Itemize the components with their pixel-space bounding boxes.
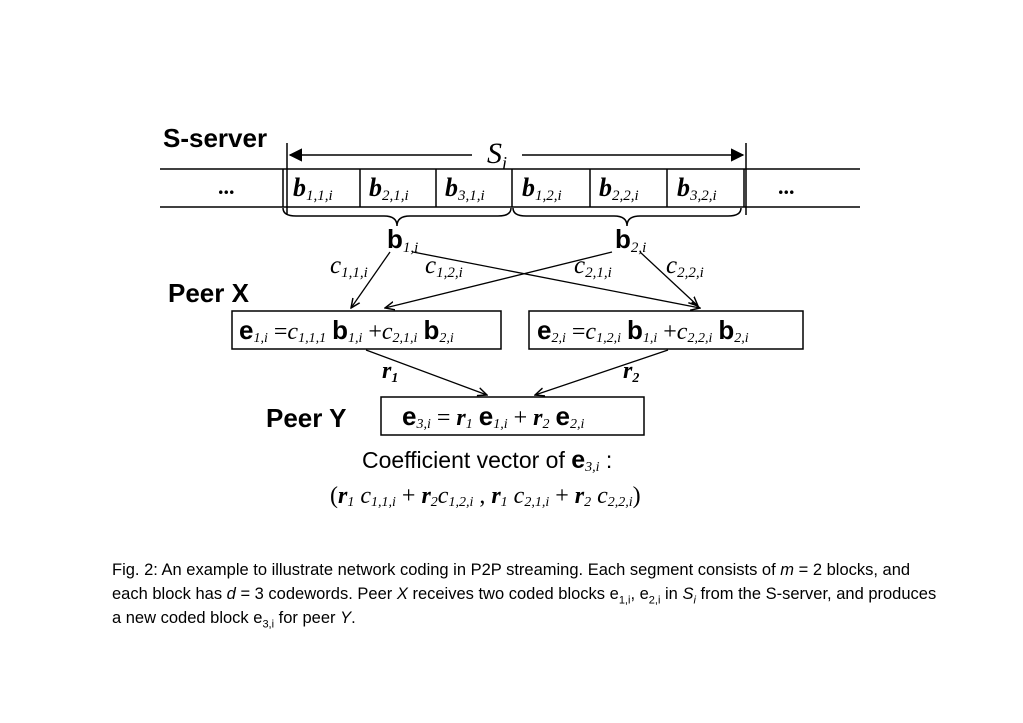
ellipsis-left: ...	[218, 174, 235, 199]
stream-strip	[160, 168, 860, 208]
r2-label: r2	[623, 358, 639, 386]
peer-x-label: Peer X	[168, 278, 250, 308]
arrow-e1-to-e3	[365, 349, 487, 395]
coef-c-2-2: c2,2,i	[666, 252, 704, 281]
coded-block-e2-eq: e2,i =c1,2,i b1,i +c2,2,i b2,i	[537, 315, 749, 346]
cell-b-3-2: b3,2,i	[677, 173, 717, 204]
segment-label: Si	[487, 137, 507, 173]
coded-block-e1-eq: e1,i =c1,1,1 b1,i +c2,1,i b2,i	[239, 315, 454, 346]
coded-block-e2-box	[528, 310, 804, 350]
segment-span-arrow	[286, 143, 747, 215]
block-b2: b2,i	[615, 224, 646, 256]
ellipsis-right: ...	[778, 174, 795, 199]
block-b1: b1,i	[387, 224, 418, 256]
coef-vector-expression: (r1 c1,1,i + r2c1,2,i , r1 c2,1,i + r2 c…	[330, 483, 641, 510]
cell-b-3-1: b3,1,i	[445, 173, 485, 204]
cell-b-2-1: b2,1,i	[369, 173, 409, 204]
brace-block-2	[512, 207, 742, 227]
server-label: S-server	[163, 123, 267, 153]
arrow-b1-to-e2	[412, 251, 700, 308]
cell-b-1-1: b1,1,i	[293, 173, 333, 204]
coef-vector-label: Coefficient vector of e3,i :	[362, 446, 612, 475]
coded-block-e3-box	[380, 396, 645, 436]
r1-label: r1	[382, 358, 398, 386]
coef-c-2-1: c2,1,i	[574, 252, 612, 281]
arrow-b2-to-e2	[639, 251, 698, 306]
coef-c-1-1: c1,1,i	[330, 252, 368, 281]
cell-b-1-2: b1,2,i	[522, 173, 562, 204]
coef-c-1-2: c1,2,i	[425, 252, 463, 281]
brace-block-1	[282, 207, 512, 227]
network-coding-diagram: S-server Si ... ... b1,1,i b2,1,i b3,1,i…	[160, 123, 860, 510]
cell-b-2-2: b2,2,i	[599, 173, 639, 204]
arrow-b2-to-e1	[385, 251, 613, 308]
coded-block-e3-eq: e3,i = r1 e1,i + r2 e2,i	[402, 401, 584, 432]
figure-caption: Fig. 2: An example to illustrate network…	[112, 561, 937, 631]
arrow-e2-to-e3	[535, 349, 669, 395]
arrow-b1-to-e1	[351, 251, 391, 308]
coded-block-e1-box	[231, 310, 502, 350]
peer-y-label: Peer Y	[266, 403, 346, 433]
